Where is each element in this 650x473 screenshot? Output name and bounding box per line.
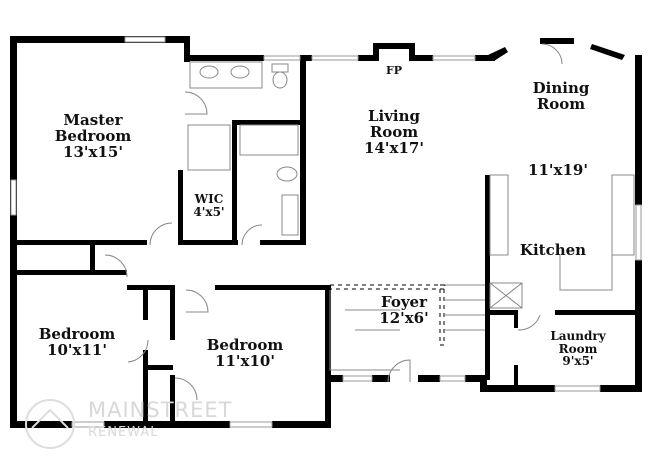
fixtures [104, 43, 635, 401]
room-name: Bedroom [38, 325, 116, 343]
room-size-kitchen: 11'x19' [528, 161, 588, 179]
room-size: 4'x5' [193, 204, 225, 219]
room-size: 11'x10' [215, 351, 275, 370]
room-name: Bedroom [206, 336, 284, 354]
windows [10, 36, 642, 428]
foyer-dotted-edge [329, 284, 446, 346]
room-name: WIC [194, 192, 224, 206]
room-size: 14'x17' [364, 138, 424, 157]
room-label-foyer: Foyer 12'x6' [379, 293, 429, 327]
room-name: Foyer [380, 293, 427, 311]
watermark-subtext: RENEWAL [88, 425, 159, 440]
room-label-wic: WIC 4'x5' [193, 193, 224, 218]
room-name: Room [558, 341, 598, 356]
room-name: Room [369, 122, 419, 141]
room-name: Room [536, 94, 586, 113]
room-size: 9'x5' [562, 354, 594, 369]
room-label-living-room: Living Room 14'x17' [364, 107, 424, 157]
interior-walls [17, 61, 640, 421]
room-name: Laundry [550, 329, 606, 343]
room-name: Living [367, 107, 421, 125]
watermark-logo [25, 399, 75, 449]
room-name: Dining [532, 79, 590, 97]
room-label-bedroom-left: Bedroom 10'x11' [38, 325, 116, 359]
fireplace-label: FP [385, 64, 403, 77]
room-label-laundry-room: Laundry Room 9'x5' [550, 330, 605, 368]
room-size: 12'x6' [379, 308, 429, 327]
room-size: 13'x15' [63, 142, 123, 161]
room-label-bedroom-middle: Bedroom 11'x10' [206, 336, 284, 370]
room-label-kitchen: Kitchen [519, 241, 587, 259]
room-size: 10'x11' [47, 340, 107, 359]
watermark-text: MAINSTREET [88, 398, 233, 422]
exterior-walls [10, 36, 642, 428]
room-label-dining-room: Dining Room [532, 79, 590, 113]
room-label-master-bedroom: Master Bedroom 13'x15' [54, 111, 132, 161]
room-name: Bedroom [54, 126, 132, 145]
room-name: Master [63, 111, 123, 129]
